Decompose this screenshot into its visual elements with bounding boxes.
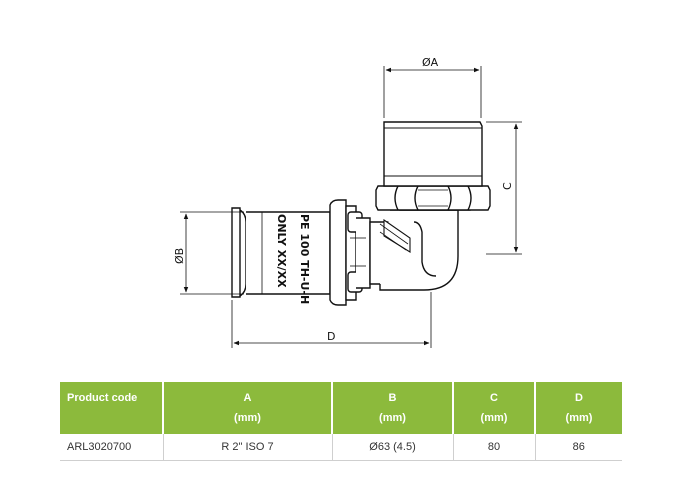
dimension-label-d: D <box>327 330 335 343</box>
hex-nut <box>375 185 491 211</box>
product-spec-table: Product code A (mm) B (mm) C (mm) D (mm)… <box>60 382 622 461</box>
cell-b: Ø63 (4.5) <box>332 434 454 461</box>
cell-c: 80 <box>453 434 536 461</box>
column-header-label: A <box>243 392 252 404</box>
pipe-marking-line-2: PE 100 TH-U-H <box>298 214 311 304</box>
column-header-d: D (mm) <box>535 382 622 434</box>
press-collar <box>329 199 371 306</box>
technical-drawing: ONLY XX/XX PE 100 TH-U-H <box>173 56 522 348</box>
pipe-section <box>231 207 331 298</box>
table-header-row: Product code A (mm) B (mm) C (mm) D (mm) <box>60 382 622 434</box>
column-header-b: B (mm) <box>332 382 454 434</box>
column-header-product-code: Product code <box>60 382 164 434</box>
column-header-label: C <box>490 392 498 404</box>
elbow-body <box>369 205 471 291</box>
cell-a: R 2" ISO 7 <box>163 434 333 461</box>
column-header-unit: (mm) <box>565 412 593 424</box>
dimension-lines <box>180 66 522 348</box>
column-header-unit: (mm) <box>480 412 508 424</box>
column-header-label: Product code <box>67 392 138 404</box>
pipe-marking: ONLY XX/XX PE 100 TH-U-H <box>275 214 311 304</box>
dimension-label-b: ØB <box>173 248 186 264</box>
dimension-label-a: ØA <box>422 56 439 69</box>
cell-d: 86 <box>535 434 622 461</box>
column-header-unit: (mm) <box>379 412 406 424</box>
column-header-c: C (mm) <box>453 382 536 434</box>
cell-product-code: ARL3020700 <box>60 434 164 461</box>
column-header-label: D <box>575 392 583 404</box>
column-header-label: B <box>388 392 397 404</box>
threaded-end <box>383 121 483 187</box>
table-row: ARL3020700 R 2" ISO 7 Ø63 (4.5) 80 86 <box>60 434 622 461</box>
column-header-a: A (mm) <box>163 382 333 434</box>
dimension-label-c: C <box>501 182 514 190</box>
column-header-unit: (mm) <box>234 412 261 424</box>
pipe-marking-line-1: ONLY XX/XX <box>275 214 288 288</box>
